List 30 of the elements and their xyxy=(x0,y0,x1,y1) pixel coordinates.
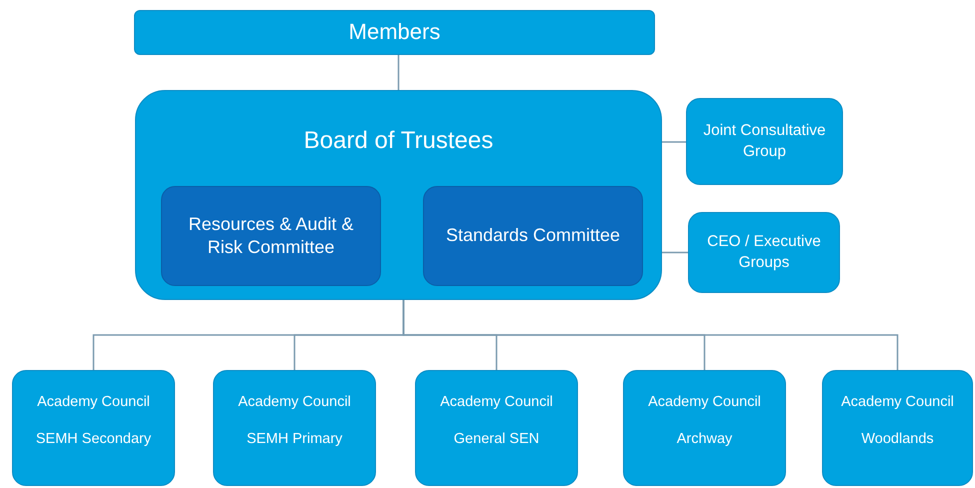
connector-line xyxy=(662,141,686,143)
board-box xyxy=(135,90,662,300)
members-box xyxy=(134,10,655,55)
node-label: Resources & Audit & Risk Committee xyxy=(187,212,355,259)
node-label: Academy Council xyxy=(841,393,954,412)
node-label: SEMH Secondary xyxy=(36,430,152,449)
node-label: Academy Council xyxy=(440,393,553,412)
council-box xyxy=(822,370,973,486)
node-label: SEMH Primary xyxy=(246,430,342,449)
node-label: Members xyxy=(348,18,440,46)
connector-line xyxy=(662,252,688,254)
council-box xyxy=(415,370,578,486)
committee-box xyxy=(161,186,381,286)
node-label: Archway xyxy=(676,430,732,449)
committee-box xyxy=(423,186,643,286)
connector-line xyxy=(398,55,400,90)
node-label: Joint Consultative Group xyxy=(702,121,827,162)
node-label: Academy Council xyxy=(238,393,351,412)
node-label: CEO / Executive Groups xyxy=(706,232,822,272)
council-box xyxy=(623,370,786,486)
group-box xyxy=(688,212,840,293)
council-box xyxy=(12,370,175,486)
node-label: Standards Committee xyxy=(446,224,620,248)
group-box xyxy=(686,98,843,185)
node-label: Academy Council xyxy=(37,393,150,412)
node-label: Board of Trustees xyxy=(304,126,494,156)
node-label: Academy Council xyxy=(648,393,761,412)
node-label: General SEN xyxy=(454,430,540,449)
council-box xyxy=(213,370,376,486)
node-label: Woodlands xyxy=(861,430,934,449)
